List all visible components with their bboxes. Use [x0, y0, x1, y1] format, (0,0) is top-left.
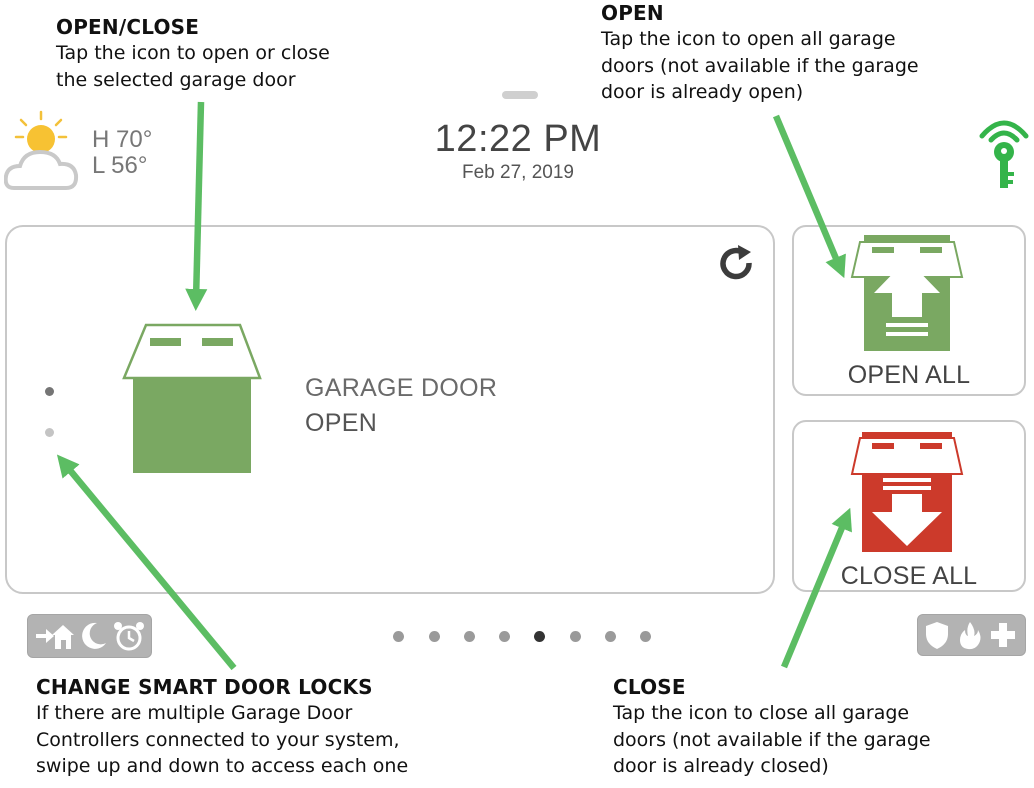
page-dot[interactable] — [429, 631, 440, 642]
page-dot[interactable] — [464, 631, 475, 642]
garage-door-title: GARAGE DOOR — [305, 374, 498, 402]
callout-body: Tap the icon to open or close the select… — [56, 42, 330, 91]
garage-close-all-icon — [850, 432, 964, 552]
refresh-icon[interactable] — [715, 243, 759, 287]
drawer-handle[interactable] — [502, 91, 538, 99]
arrive-home-icon[interactable] — [34, 621, 74, 651]
medical-cross-icon[interactable] — [990, 622, 1016, 648]
clock-time: 12:22 PM — [434, 118, 602, 160]
modes-pill[interactable] — [27, 614, 152, 658]
close-all-label: CLOSE ALL — [840, 562, 978, 590]
callout-open-all: OPEN Tap the icon to open all garage doo… — [601, 0, 919, 106]
open-all-button[interactable]: OPEN ALL — [792, 225, 1026, 396]
callout-close-all: CLOSE Tap the icon to close all garage d… — [613, 674, 931, 780]
alarm-clock-icon[interactable] — [113, 620, 145, 652]
close-all-button[interactable]: CLOSE ALL — [792, 420, 1026, 592]
page-dot-active[interactable] — [534, 631, 545, 642]
emergency-pill[interactable] — [917, 614, 1026, 656]
callout-body: Tap the icon to open all garage doors (n… — [601, 28, 919, 103]
clock-date: Feb 27, 2019 — [462, 162, 574, 183]
garage-open-all-icon — [850, 235, 964, 351]
weather-widget[interactable]: H 70° L 56° — [4, 108, 164, 194]
callout-change-locks: CHANGE SMART DOOR LOCKS If there are mul… — [36, 674, 408, 780]
open-all-label: OPEN ALL — [847, 361, 971, 389]
garage-door-state: OPEN — [305, 409, 378, 437]
fire-icon[interactable] — [956, 620, 982, 650]
callout-title: CHANGE SMART DOOR LOCKS — [36, 675, 373, 699]
callout-title: OPEN — [601, 1, 664, 25]
page-dot[interactable] — [640, 631, 651, 642]
vertical-pager-dot[interactable] — [45, 428, 54, 437]
smart-key-icon[interactable] — [974, 110, 1034, 190]
garage-open-icon[interactable] — [121, 323, 265, 477]
shield-icon[interactable] — [924, 620, 950, 650]
page-dot[interactable] — [393, 631, 404, 642]
callout-body: Tap the icon to close all garage doors (… — [613, 702, 931, 777]
partly-cloudy-icon — [4, 110, 79, 190]
callout-body: If there are multiple Garage Door Contro… — [36, 702, 409, 777]
page-dot[interactable] — [499, 631, 510, 642]
vertical-pager-dot-active[interactable] — [45, 387, 54, 396]
page-dot[interactable] — [570, 631, 581, 642]
callout-open-close: OPEN/CLOSE Tap the icon to open or close… — [56, 14, 330, 93]
page-dot[interactable] — [605, 631, 616, 642]
night-moon-icon[interactable] — [78, 621, 108, 651]
weather-low: L 56° — [92, 152, 148, 179]
callout-title: CLOSE — [613, 675, 686, 699]
callout-title: OPEN/CLOSE — [56, 15, 200, 39]
weather-high: H 70° — [92, 126, 153, 153]
garage-door-card[interactable]: GARAGE DOOR OPEN — [5, 225, 775, 594]
